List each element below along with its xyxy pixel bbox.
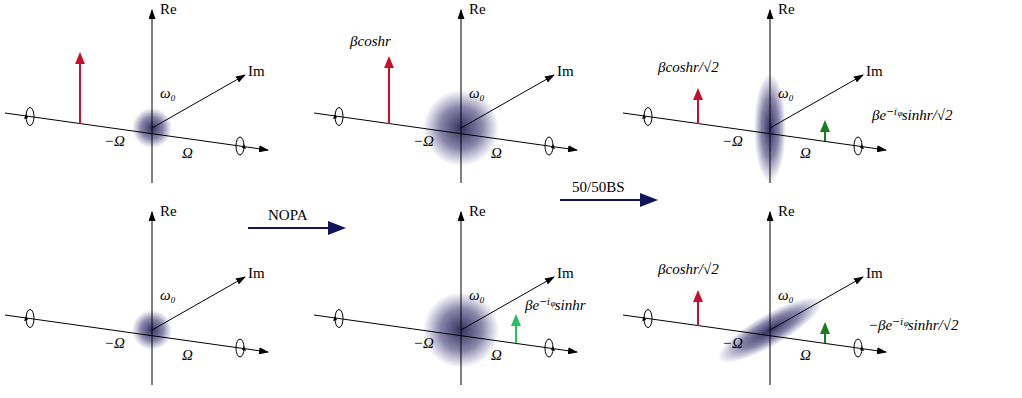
- frequency-label: ω₀: [778, 86, 794, 101]
- frequency-label: ω₀: [778, 288, 794, 303]
- idler-phasor: [824, 324, 826, 343]
- axes: [314, 10, 577, 183]
- sideband-label: Ω: [182, 146, 193, 161]
- amplitude-label: βcoshr/√2: [658, 262, 719, 277]
- axis-label: Re: [778, 204, 795, 219]
- process-arrow: [560, 199, 642, 201]
- process-label: 50/50BS: [572, 180, 625, 195]
- axis-label: Im: [866, 266, 883, 281]
- axes: [623, 10, 886, 183]
- sideband-label: Ω: [491, 146, 502, 161]
- signal-phasor: [388, 58, 390, 124]
- frequency-label: ω₀: [469, 288, 485, 303]
- axes: [5, 212, 268, 385]
- sideband-label: −Ω: [722, 336, 743, 351]
- axis-label: Re: [469, 204, 486, 219]
- axis-label: Re: [160, 204, 177, 219]
- axes: [5, 10, 268, 183]
- axes: [623, 212, 886, 385]
- amplitude-label: βe⁻ⁱᵠsinhr/√2: [872, 108, 952, 123]
- axis-label: Im: [866, 64, 883, 79]
- signal-phasor: [697, 292, 699, 326]
- process-arrowhead: [640, 193, 658, 207]
- sideband-label: Ω: [182, 348, 193, 363]
- idler-phasor: [515, 316, 517, 343]
- sideband-label: −Ω: [413, 336, 434, 351]
- frequency-label: ω₀: [160, 86, 176, 101]
- process-arrow: [248, 227, 330, 229]
- sideband-label: −Ω: [413, 134, 434, 149]
- frequency-label: ω₀: [469, 86, 485, 101]
- signal-phasor: [697, 90, 699, 124]
- idler-phasor: [824, 122, 826, 141]
- axis-label: Im: [557, 64, 574, 79]
- process-label: NOPA: [268, 208, 307, 223]
- sideband-label: −Ω: [104, 134, 125, 149]
- axis-label: Re: [469, 2, 486, 17]
- process-arrowhead: [328, 221, 346, 235]
- sideband-label: −Ω: [104, 336, 125, 351]
- axis-label: Re: [778, 2, 795, 17]
- axis-label: Re: [160, 2, 177, 17]
- signal-phasor: [79, 54, 81, 124]
- sideband-label: −Ω: [722, 134, 743, 149]
- amplitude-label: βcoshr/√2: [658, 60, 719, 75]
- amplitude-label: βe⁻ⁱᵠsinhr: [525, 298, 585, 313]
- amplitude-label: βcoshr: [350, 34, 391, 49]
- sideband-label: Ω: [800, 146, 811, 161]
- axis-label: Im: [557, 266, 574, 281]
- axis-label: Im: [248, 266, 265, 281]
- sideband-label: Ω: [491, 348, 502, 363]
- amplitude-label: −βe⁻ⁱᵠsinhr/√2: [868, 318, 959, 333]
- sideband-label: Ω: [800, 348, 811, 363]
- frequency-label: ω₀: [160, 288, 176, 303]
- axis-label: Im: [248, 64, 265, 79]
